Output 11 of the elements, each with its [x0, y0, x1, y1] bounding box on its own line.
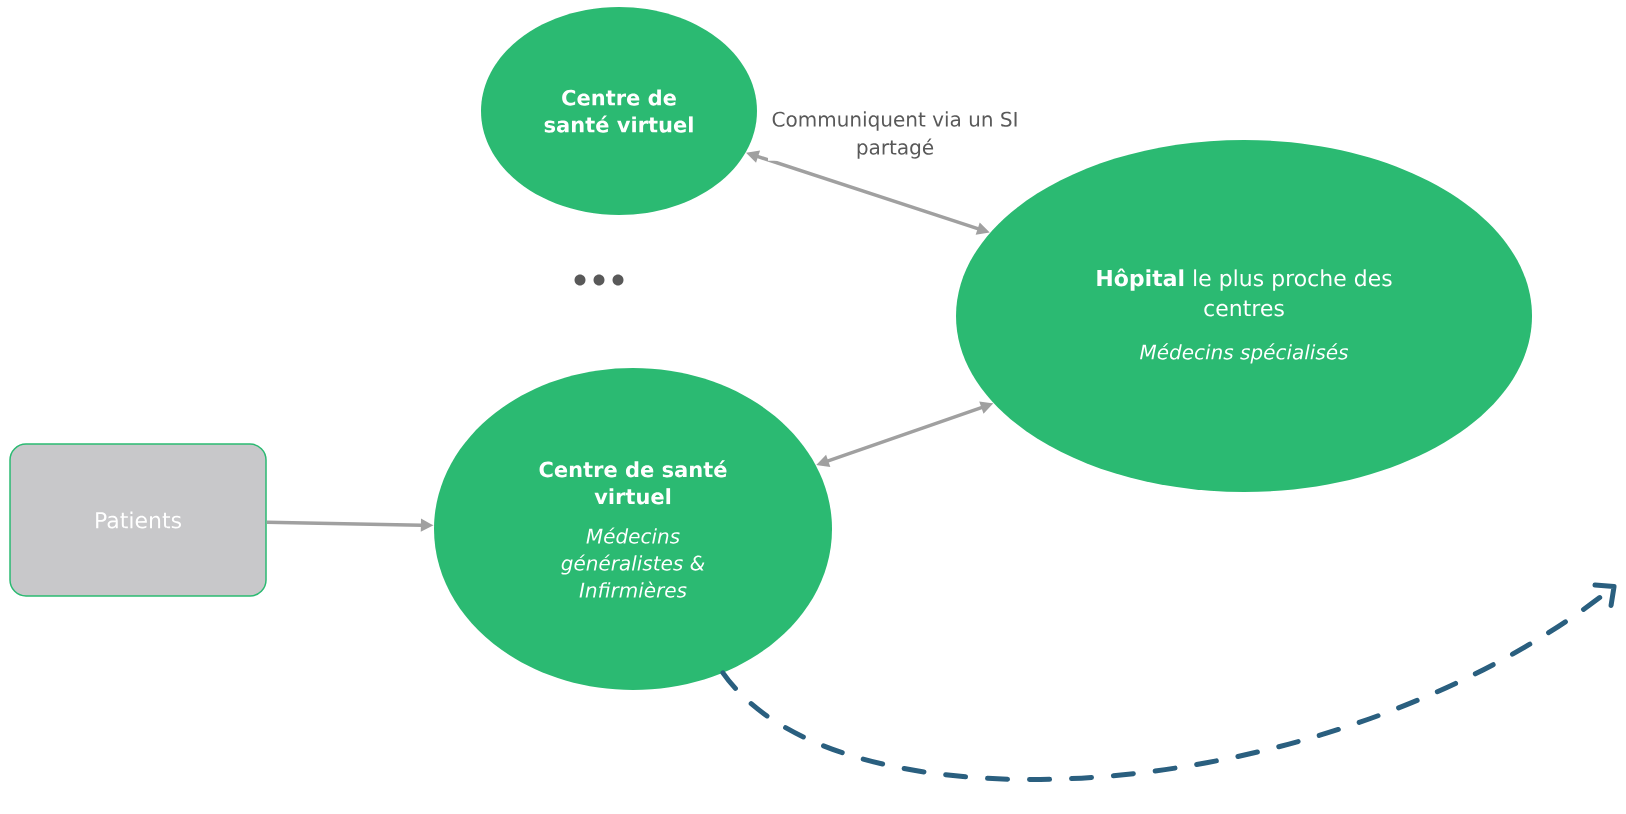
ellipse-node [481, 7, 757, 215]
edge-label: Communiquent via un SI partagé [772, 111, 1017, 159]
patients-box [9, 443, 267, 597]
node-title: Centre de santé virtuel [539, 460, 727, 505]
node-title: Centre de santé virtuel [544, 89, 693, 133]
node-subtitle: Médecins généralistes & Infirmières [561, 527, 705, 598]
node-subtitle: Médecins spécialisés [1140, 343, 1349, 364]
node-title: Hôpital le plus proche des centres [1097, 268, 1392, 317]
dashed-arrow [720, 582, 1617, 782]
ellipse-node [956, 140, 1532, 492]
ellipse-node [434, 368, 832, 690]
